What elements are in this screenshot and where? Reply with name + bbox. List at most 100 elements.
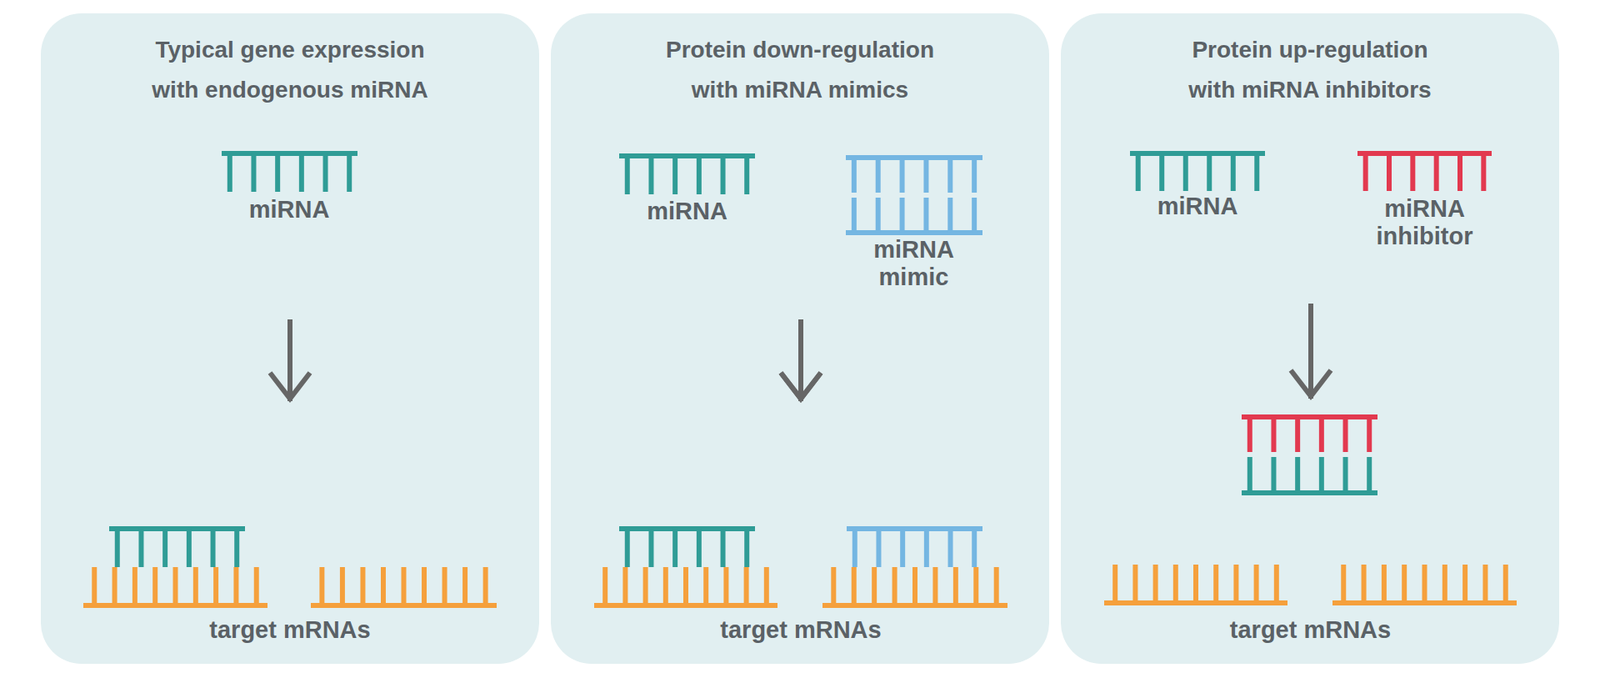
mrna-strand bbox=[1332, 564, 1517, 603]
mrna-strand-base bbox=[643, 566, 649, 605]
mrna-strand-base bbox=[1153, 564, 1159, 603]
mirna-strand-base bbox=[299, 153, 305, 192]
mrna-strand-backbone bbox=[822, 602, 1008, 608]
mrna-strand-base bbox=[953, 566, 959, 605]
mirna-strand-base bbox=[323, 153, 329, 192]
mrna-strand bbox=[1104, 564, 1288, 603]
inhibitor-strand-base bbox=[1410, 153, 1415, 191]
mimic-strand-backbone bbox=[845, 155, 983, 160]
mimic-strand-backbone bbox=[845, 230, 983, 235]
mrna-strand-base bbox=[1401, 564, 1407, 603]
mirna-strand-base bbox=[1270, 456, 1276, 493]
mrna-strand-base bbox=[462, 566, 468, 605]
inhibitor-strand-base bbox=[1366, 416, 1372, 452]
mimic-strand-base bbox=[875, 197, 881, 233]
mirna-strand-base bbox=[250, 153, 256, 192]
bound-mimic-strand-backbone bbox=[846, 525, 983, 531]
inhibitor-strand bbox=[1357, 153, 1492, 191]
mirna-strand-base bbox=[1319, 456, 1325, 493]
mrna-strand-base bbox=[112, 566, 118, 605]
mrna-strand-base bbox=[193, 566, 199, 605]
mrna-strand-base bbox=[1173, 564, 1179, 603]
bound-mimic-strand-base bbox=[875, 528, 881, 567]
molecule-group: miRNA bbox=[1114, 141, 1281, 250]
mirna-strand-base bbox=[720, 155, 726, 195]
molecule-label: miRNA bbox=[205, 195, 373, 224]
mimic-strand-base bbox=[851, 157, 857, 193]
mirna-strand-base bbox=[696, 155, 702, 195]
mrna-strand-base bbox=[173, 566, 179, 605]
mrna-strand-base bbox=[1381, 564, 1387, 603]
mrna-strand-base bbox=[152, 566, 158, 605]
mrna-strand-base bbox=[1193, 564, 1199, 603]
inhibitor-strand-base bbox=[1270, 416, 1276, 452]
bound-mirna-strand-base bbox=[162, 528, 168, 567]
molecule-label: target mRNAs bbox=[1091, 615, 1530, 644]
bound-mirna-strand-backbone bbox=[109, 525, 245, 531]
bound-mirna-strand-base bbox=[696, 528, 702, 567]
mrna-strand-base bbox=[663, 566, 669, 605]
mrna-strand-base bbox=[1213, 564, 1219, 603]
connector-layer bbox=[290, 319, 801, 401]
mrna-strand-base bbox=[892, 566, 898, 605]
mirna-strand-base bbox=[1295, 456, 1300, 493]
molecule-label: miRNA bbox=[619, 197, 755, 225]
inhibitor-strand-base bbox=[1295, 416, 1300, 452]
molecule-group: miRNA inhibitor bbox=[1341, 141, 1509, 250]
panel-heading: Typical gene expression with endogenous … bbox=[140, 30, 440, 110]
mimic-strand-base bbox=[971, 197, 977, 233]
molecule-group: miRNA bbox=[205, 141, 373, 320]
mirna-strand-base bbox=[1230, 153, 1236, 191]
molecule-group: miRNA bbox=[619, 141, 801, 320]
mirna-strand-backbone bbox=[1130, 150, 1265, 156]
mrna-strand-backbone bbox=[83, 602, 268, 608]
mirna-strand-base bbox=[1247, 456, 1253, 493]
bound-mirna-strand-base bbox=[648, 528, 654, 567]
mrna-strand-base bbox=[1274, 564, 1280, 603]
mirna-strand-backbone bbox=[619, 153, 755, 159]
mimic-strand-base bbox=[851, 197, 857, 233]
mrna-strand-backbone bbox=[1104, 600, 1288, 605]
inhibitor-strand-base bbox=[1434, 153, 1440, 191]
mirna-strand bbox=[1241, 456, 1378, 493]
mimic-strand-base bbox=[947, 197, 953, 233]
inhibitor-strand-backbone bbox=[1241, 414, 1378, 420]
mrna-strand-base bbox=[703, 566, 709, 605]
mirna-strand-base bbox=[1159, 153, 1165, 191]
mrna-strand-base bbox=[851, 566, 857, 605]
inhibitor-strand-base bbox=[1480, 153, 1486, 191]
bound-mirna-strand-base bbox=[744, 528, 750, 567]
molecule-label: target mRNAs bbox=[583, 615, 1019, 644]
mirna-strand-backbone bbox=[221, 150, 358, 156]
mrna-strand-base bbox=[483, 566, 489, 605]
mrna-strand-base bbox=[830, 566, 836, 605]
mirna-strand-base bbox=[346, 153, 352, 192]
mrna-strand-base bbox=[1462, 564, 1468, 603]
flow-arrow bbox=[798, 319, 804, 401]
mirna-strand-base bbox=[672, 155, 678, 195]
molecule-label: target mRNAs bbox=[66, 615, 514, 644]
mrna-strand-base bbox=[1503, 564, 1509, 603]
flow-arrow bbox=[798, 319, 804, 401]
mimic-strand-base bbox=[875, 157, 881, 193]
mirna-strand-base bbox=[1254, 153, 1260, 191]
mimic-strand-base bbox=[900, 197, 905, 233]
bound-mirna-strand-base bbox=[625, 528, 630, 567]
mrna-strand-base bbox=[622, 566, 628, 605]
mirna-strand-base bbox=[275, 153, 280, 192]
bound-mirna-strand-backbone bbox=[619, 525, 755, 531]
mirna-strand-base bbox=[1183, 153, 1189, 191]
mrna-strand-base bbox=[871, 566, 877, 605]
bound-mirna-strand-base bbox=[720, 528, 726, 567]
mirna-strand-base bbox=[1343, 456, 1349, 493]
inhibitor-strand bbox=[1241, 416, 1378, 452]
mrna-strand-base bbox=[912, 566, 918, 605]
mrna-strand-base bbox=[932, 566, 938, 605]
mrna-strand-base bbox=[1132, 564, 1138, 603]
bound-mirna-strand-base bbox=[210, 528, 216, 567]
mrna-strand bbox=[822, 566, 1008, 605]
bound-mirna-strand-base bbox=[186, 528, 192, 567]
panel: miRNA target mRNAs Typical gene expression… bbox=[40, 13, 540, 664]
mrna-strand-base bbox=[91, 566, 97, 605]
